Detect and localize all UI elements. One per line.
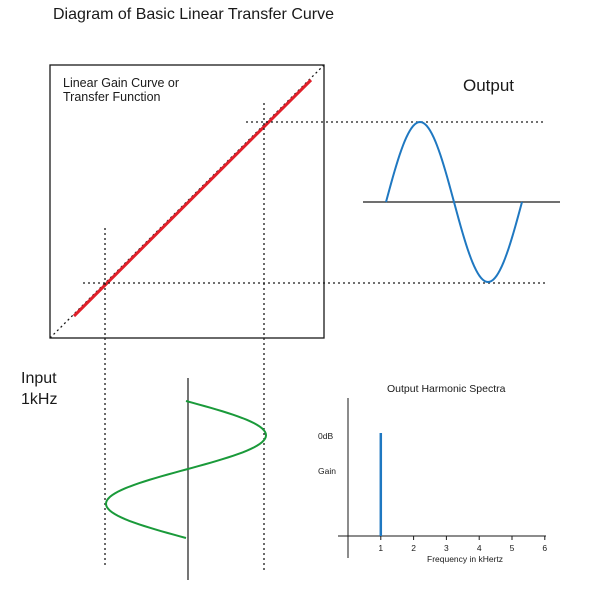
spectrum-x-tick-label-4: 4: [476, 543, 482, 553]
output-sine-wave: [385, 120, 523, 284]
spectrum-y-label-gain: Gain: [318, 466, 336, 476]
input-label: Input 1kHz: [21, 369, 57, 411]
spectrum-x-tick-label-3: 3: [444, 543, 449, 553]
input-label-line2: 1kHz: [21, 390, 58, 408]
spectrum-x-tick-label-2: 2: [411, 543, 416, 553]
output-label: Output: [463, 76, 515, 95]
spectrum-x-ticks: [380, 536, 546, 540]
diagram-title: Diagram of Basic Linear Transfer Curve: [53, 6, 334, 23]
spectrum-x-tick-label-6: 6: [542, 543, 548, 553]
spectrum-y-label-0db: 0dB: [318, 431, 334, 441]
spectrum-x-tick-label-5: 5: [509, 543, 515, 553]
input-label-line1: Input: [21, 370, 57, 387]
transfer-function-label-line1: Linear Gain Curve or: [63, 76, 180, 90]
spectrum-title: Output Harmonic Spectra: [387, 383, 506, 395]
spectrum-x-tick-label-1: 1: [378, 543, 384, 553]
transfer-function-label: Linear Gain Curve or Transfer Function: [63, 76, 179, 105]
transfer-function-label-line2: Transfer Function: [63, 90, 161, 105]
transfer-function-box: [49, 64, 325, 339]
input-sine-wave: [104, 400, 268, 539]
transfer-curve: [72, 78, 313, 318]
spectrum-x-label: Frequency in kHertz: [427, 554, 504, 564]
